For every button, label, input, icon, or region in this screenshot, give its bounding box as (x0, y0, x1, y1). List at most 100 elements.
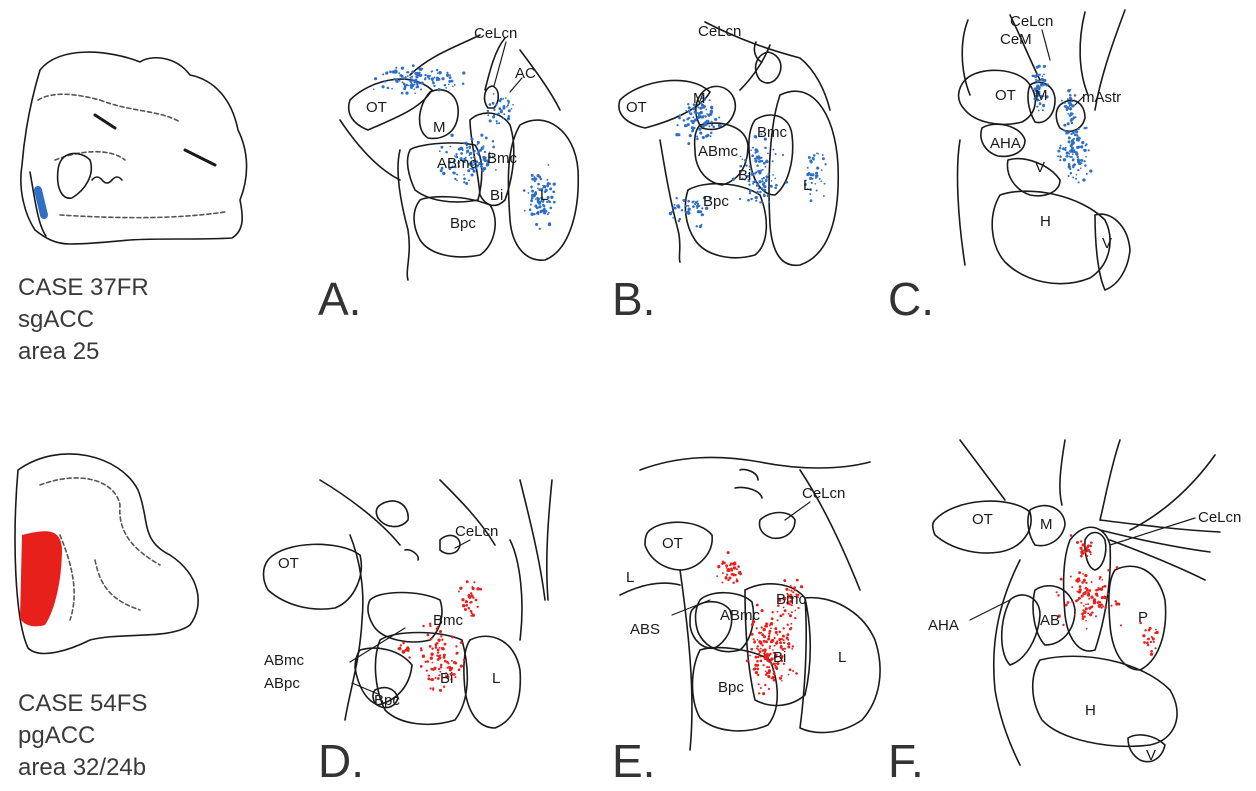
labeling-dot (384, 80, 387, 83)
labeling-dot (730, 568, 733, 571)
labeling-dot (407, 71, 409, 73)
labeling-dot (707, 120, 710, 123)
labeling-dot (430, 638, 433, 641)
labeling-dot (1082, 543, 1085, 546)
labeling-dot (689, 134, 692, 137)
labeling-dot (1086, 628, 1088, 630)
labeling-dot (1047, 83, 1049, 85)
labeling-dot (1110, 605, 1112, 607)
labeling-dot (424, 661, 426, 663)
labeling-dot (1094, 600, 1096, 602)
label-f-m: M (1040, 516, 1053, 533)
labeling-dot (702, 214, 704, 216)
labeling-dot (687, 213, 690, 216)
labeling-dot (710, 106, 713, 109)
panel-d-outlines (264, 480, 553, 728)
labeling-dot (1114, 600, 1116, 602)
labeling-dot (768, 688, 770, 690)
labeling-dot (763, 162, 766, 165)
labeling-dot (739, 571, 741, 573)
labeling-dot (1070, 108, 1072, 110)
labeling-dot (710, 132, 713, 135)
labeling-dot (502, 117, 504, 119)
labeling-dot (752, 181, 754, 183)
labeling-dot (1085, 127, 1087, 129)
labeling-dot (531, 174, 534, 177)
labeling-dot (812, 178, 814, 180)
labeling-dot (760, 157, 762, 159)
labeling-dot (779, 677, 782, 680)
labeling-dot (477, 152, 480, 155)
labeling-dot (427, 677, 430, 680)
labeling-dot (674, 204, 676, 206)
labeling-dot (789, 628, 792, 631)
labeling-dot (683, 119, 686, 122)
labeling-dot (1104, 585, 1107, 588)
labeling-dot (789, 585, 791, 587)
label-a-m: M (433, 119, 446, 136)
panel-f-outlines (933, 440, 1220, 765)
labeling-dot (1086, 588, 1088, 590)
labeling-dot (1084, 616, 1086, 618)
labeling-dot (696, 112, 698, 114)
label-d-l: L (492, 670, 500, 687)
labeling-dot (463, 177, 466, 180)
labeling-dot (756, 604, 759, 607)
labeling-dot (1072, 176, 1074, 178)
labeling-dot (1079, 547, 1082, 550)
labeling-dot (374, 77, 377, 80)
label-d-abpc: ABpc (264, 675, 300, 692)
labeling-dot (1083, 605, 1085, 607)
labeling-dot (753, 638, 755, 640)
labeling-dot (547, 213, 549, 215)
labeling-dot (787, 624, 789, 626)
labeling-dot (530, 186, 533, 189)
labeling-dot (732, 581, 734, 583)
labeling-dot (440, 666, 443, 669)
labeling-dot (1085, 143, 1087, 145)
labeling-dot (433, 77, 435, 79)
labeling-dot (718, 116, 720, 118)
labeling-dot (813, 159, 815, 161)
labeling-dot (429, 687, 431, 689)
labeling-dot (765, 625, 768, 628)
labeling-dot (460, 665, 463, 668)
labeling-dot (1087, 612, 1089, 614)
labeling-dot (399, 74, 402, 77)
labeling-dot (744, 159, 747, 162)
labeling-dot (410, 82, 412, 84)
labeling-dot (538, 205, 541, 208)
injection-site-blue (38, 190, 44, 215)
labeling-dot (754, 667, 757, 670)
labeling-dot (740, 156, 742, 158)
labeling-dot (756, 660, 759, 663)
labeling-dot (761, 201, 763, 203)
labeling-dot (1071, 100, 1073, 102)
labeling-dot (1068, 140, 1071, 143)
labeling-dot (462, 147, 464, 149)
label-a-ac: AC (515, 65, 536, 82)
labeling-dot (1068, 175, 1070, 177)
labeling-dot (775, 631, 778, 634)
labeling-dot (511, 108, 513, 110)
labeling-dot (1093, 603, 1095, 605)
labeling-dot (1083, 579, 1086, 582)
labeling-dot (1084, 164, 1087, 167)
labeling-dot (751, 154, 754, 157)
labeling-dot (813, 154, 816, 157)
labeling-dot (1152, 637, 1155, 640)
labeling-dot (756, 627, 758, 629)
labeling-dot (403, 77, 406, 80)
labeling-dot (402, 81, 404, 83)
labeling-dot (462, 149, 464, 151)
labeling-dots-a (373, 64, 556, 230)
label-e-celcn: CeLcn (802, 485, 845, 502)
labeling-dot (451, 636, 454, 639)
labeling-dot (704, 115, 706, 117)
labeling-dot (1150, 650, 1153, 653)
labeling-dot (1088, 598, 1090, 600)
labeling-dot (477, 141, 480, 144)
labeling-dot (1067, 89, 1070, 92)
labeling-dot (468, 146, 471, 149)
labeling-dot (421, 68, 423, 70)
